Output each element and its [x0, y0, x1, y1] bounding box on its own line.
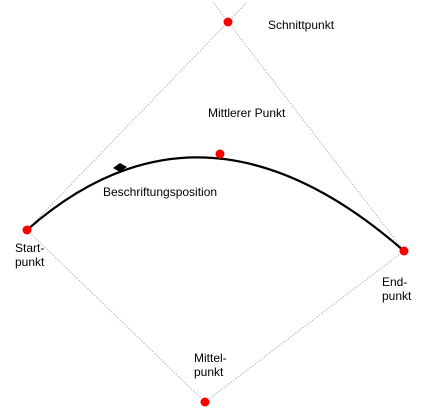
- intersection-label: Schnittpunkt: [268, 18, 335, 32]
- tangent-line-end: [227, 21, 405, 252]
- arc-curve: [26, 156, 405, 252]
- radius-line-end: [204, 250, 405, 403]
- tangent-line-start: [26, 21, 229, 231]
- center-point-label: Mittel- punkt: [194, 351, 227, 379]
- start-point-label-line-2: punkt: [15, 255, 45, 269]
- guide-lines: [26, 1, 405, 403]
- start-point-label: Start- punkt: [15, 241, 44, 269]
- radius-line-start: [26, 229, 206, 403]
- center-point-label-line-2: punkt: [194, 365, 224, 379]
- start-point: [22, 225, 32, 235]
- end-point: [399, 246, 409, 256]
- start-point-label-line-1: Start-: [15, 241, 45, 255]
- middle-point: [215, 149, 225, 159]
- middle-point-label: Mittlerer Punkt: [208, 106, 286, 120]
- label-position-label: Beschriftungsposition: [103, 185, 218, 199]
- center-point: [200, 397, 210, 407]
- end-point-label: End- punkt: [382, 275, 411, 303]
- end-point-label-line-2: punkt: [382, 289, 412, 303]
- center-point-label-line-1: Mittel-: [194, 351, 227, 365]
- end-point-label-line-1: End-: [382, 275, 408, 289]
- label-position-marker: [113, 163, 127, 172]
- intersection-point: [223, 17, 233, 27]
